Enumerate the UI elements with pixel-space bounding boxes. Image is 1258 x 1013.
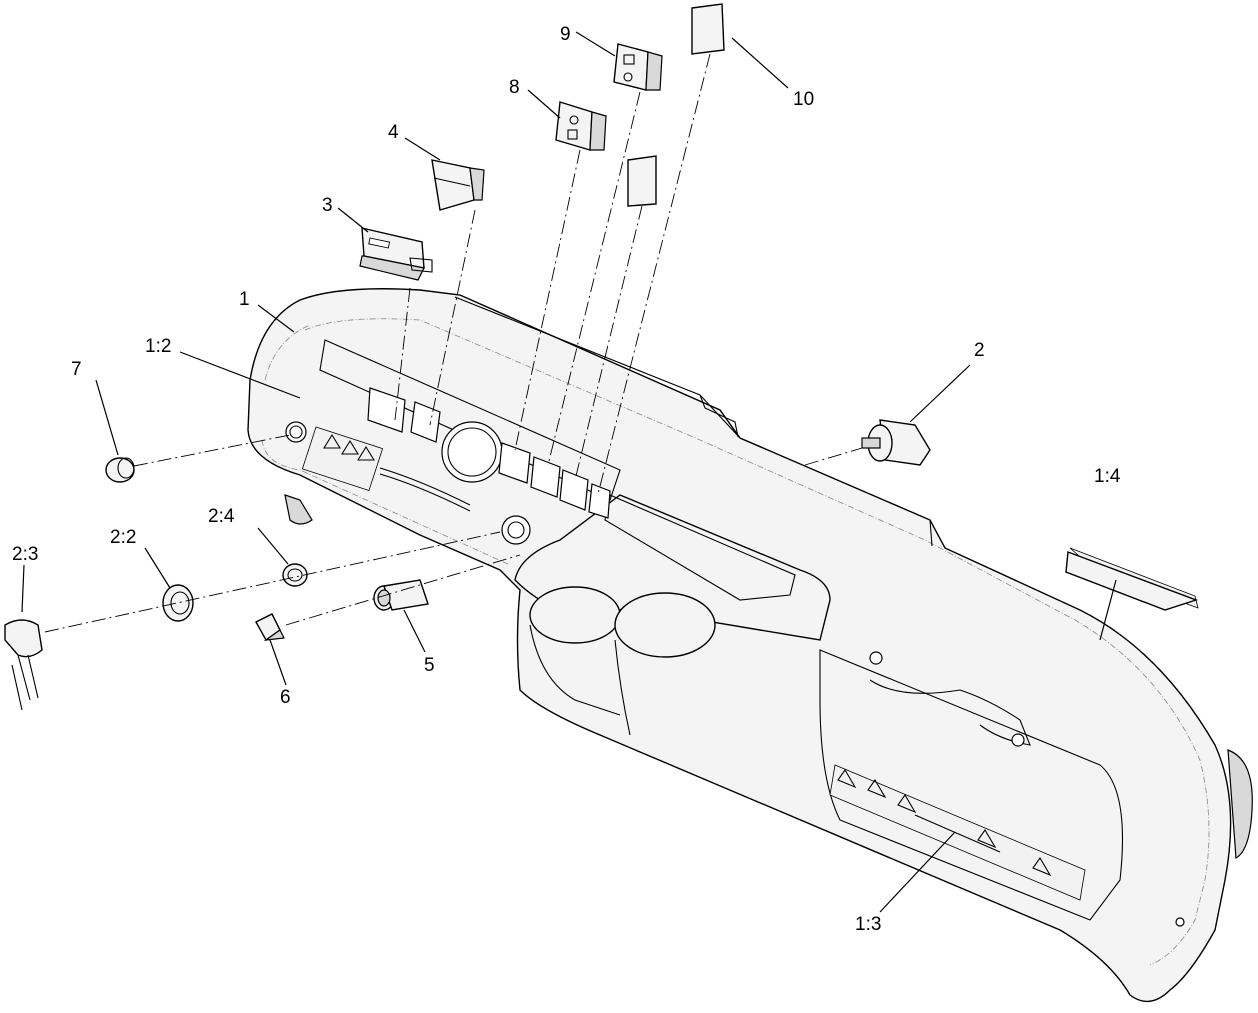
callout-5: 5: [424, 655, 435, 676]
switch-9: [613, 43, 663, 91]
nut-2-2: [162, 584, 194, 622]
mount-hole-bottom: [1175, 917, 1185, 927]
label-plate-1-4: [1065, 551, 1199, 611]
callout-3: 3: [322, 195, 333, 216]
dashboard-panel: [247, 288, 1253, 1003]
callout-6: 6: [280, 687, 291, 708]
left-warning-decal: [301, 426, 471, 512]
switch-opening-4: [410, 401, 441, 443]
washer-2-4: [282, 563, 308, 587]
key-2-3: [4, 619, 43, 711]
callout-leaders: [21, 31, 971, 913]
callout-2-3: 2:3: [12, 544, 38, 565]
component-5: [373, 579, 429, 611]
callout-2-2: 2:2: [110, 527, 136, 548]
callout-4: 4: [388, 122, 399, 143]
mount-hole-left: [869, 651, 883, 665]
assembly-chain-lines: [44, 53, 1117, 641]
key-switch-hole: [501, 515, 531, 545]
callout-1-3: 1:3: [855, 914, 881, 935]
switch-opening-10: [588, 483, 611, 519]
callout-1-2: 1:2: [145, 336, 171, 357]
component-6: [255, 613, 285, 642]
plug-hole: [285, 421, 307, 443]
blank-plug-unlabeled: [627, 155, 657, 207]
switch-4: [431, 159, 485, 211]
plug-7: [105, 457, 135, 483]
callout-9: 9: [560, 24, 571, 45]
callout-2: 2: [974, 340, 985, 361]
callout-8: 8: [509, 77, 520, 98]
blank-plug-10: [691, 3, 725, 55]
callout-10: 10: [793, 89, 814, 110]
right-warning-decal: [829, 764, 1086, 901]
callout-7: 7: [71, 359, 82, 380]
switch-opening-3: [367, 387, 406, 433]
gauge-opening: [441, 421, 503, 483]
switch-opening-8: [498, 442, 531, 484]
switch-opening-9: [530, 456, 561, 498]
mount-hole-right: [1011, 733, 1025, 747]
switch-opening-blank: [559, 469, 589, 511]
switch-3: [359, 227, 433, 281]
callout-1: 1: [239, 289, 250, 310]
ignition-switch: [861, 419, 931, 466]
switch-8: [555, 101, 607, 151]
callout-1-4: 1:4: [1094, 466, 1121, 487]
callout-2-4: 2:4: [208, 506, 235, 527]
